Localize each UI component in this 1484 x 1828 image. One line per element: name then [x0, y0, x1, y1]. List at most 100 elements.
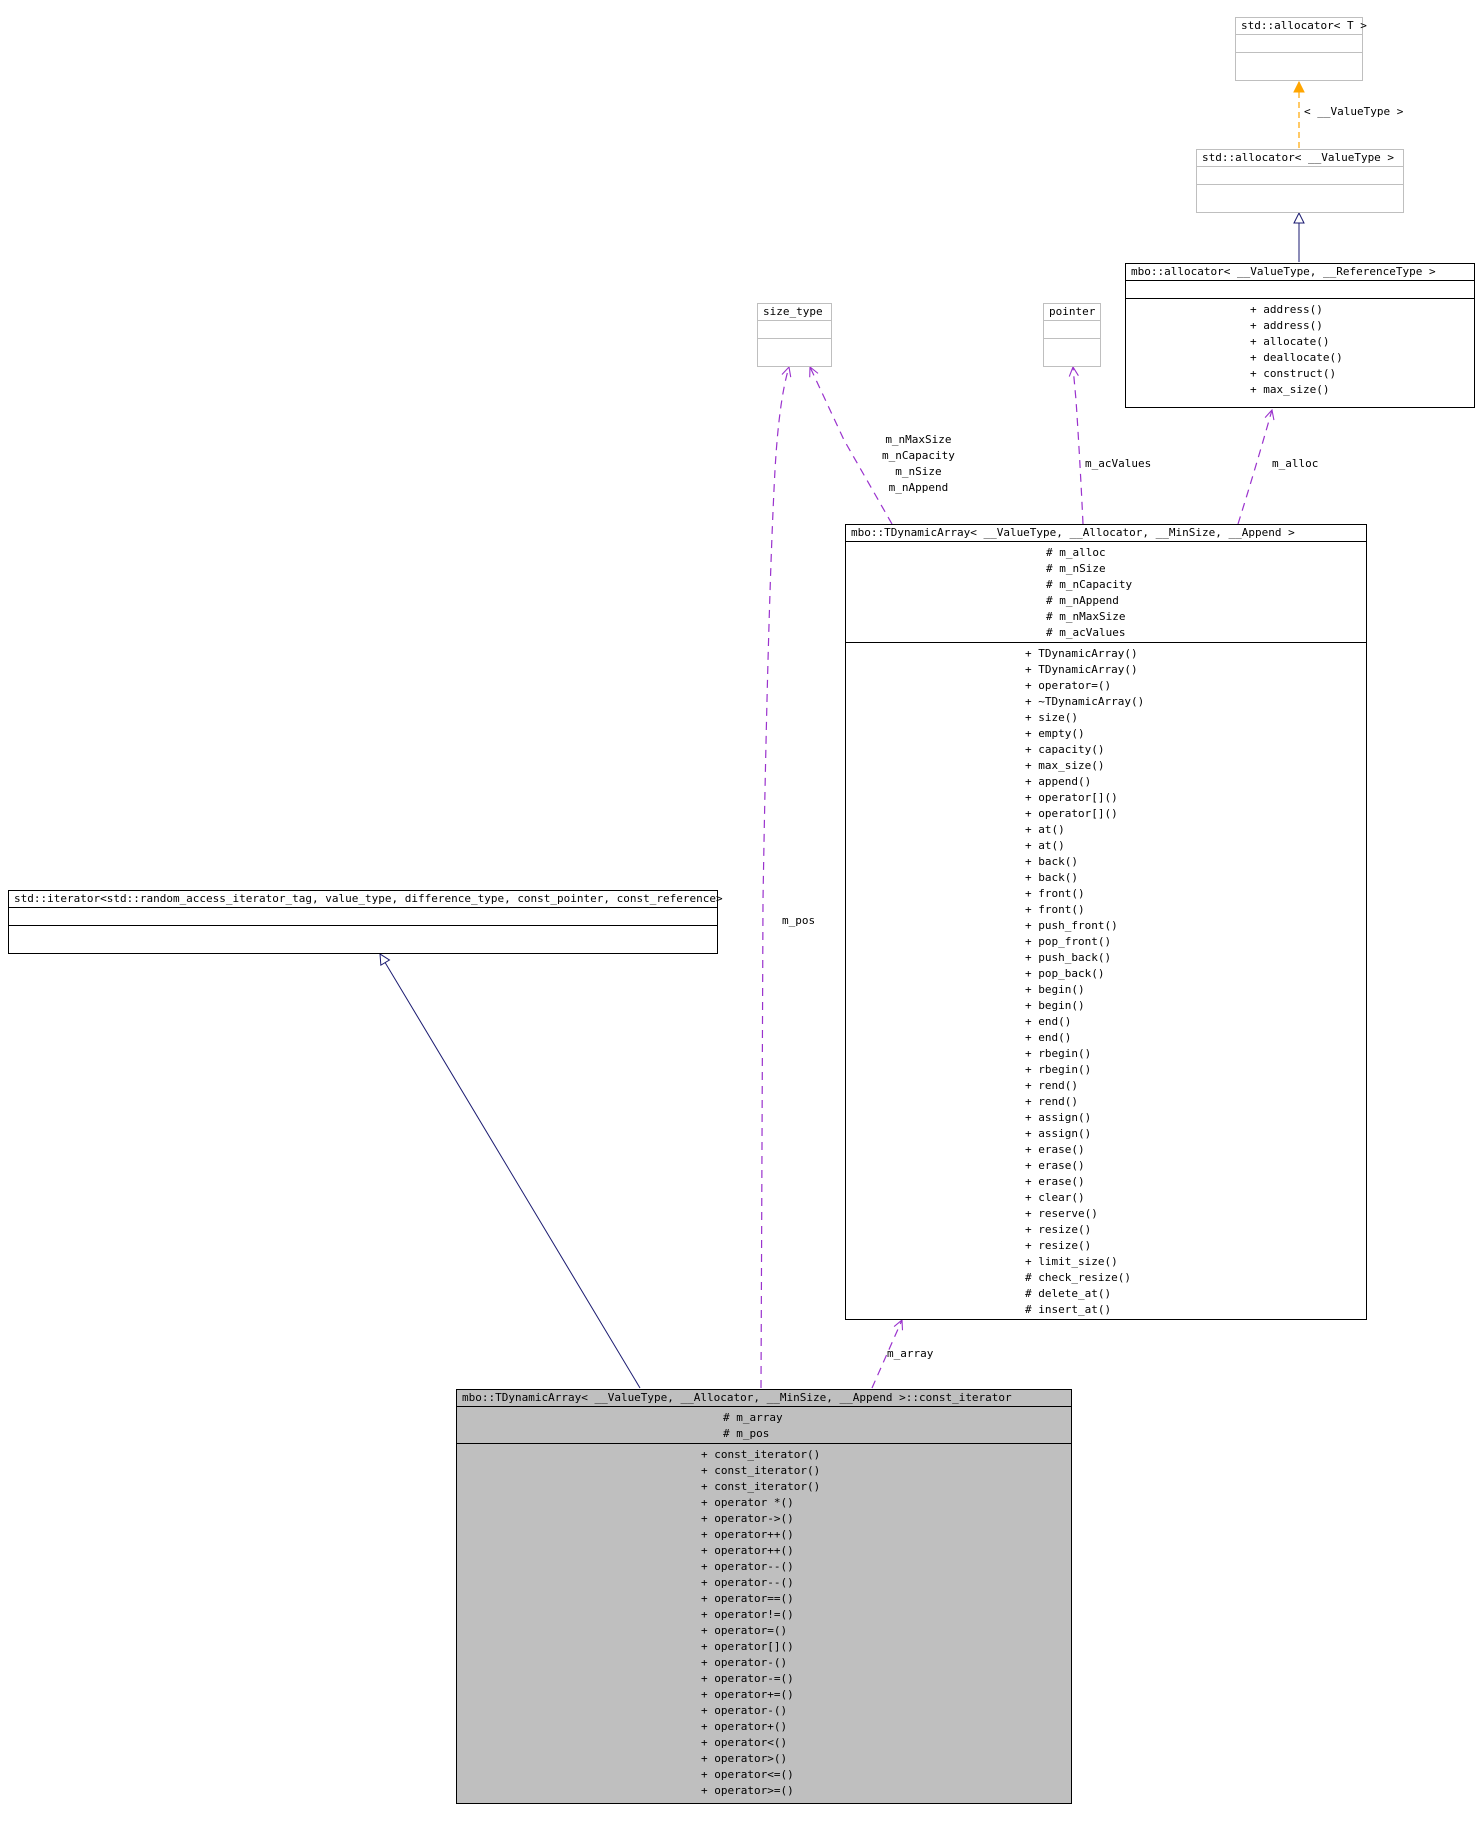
- method: + operator-(): [701, 1704, 788, 1717]
- method: + operator++(): [701, 1544, 794, 1557]
- method: + rbegin(): [1025, 1063, 1092, 1076]
- method: + push_back(): [1025, 951, 1112, 964]
- method: + construct(): [1250, 367, 1337, 380]
- attributes-section: [1044, 320, 1100, 338]
- methods-section: [758, 338, 831, 356]
- method: + begin(): [1025, 983, 1085, 996]
- class-const-iterator[interactable]: mbo::TDynamicArray< __ValueType, __Alloc…: [456, 1389, 1072, 1804]
- method: + operator *(): [701, 1496, 794, 1509]
- method: + assign(): [1025, 1111, 1092, 1124]
- method: # insert_at(): [1025, 1303, 1112, 1316]
- class-std-allocator-valuetype[interactable]: std::allocator< __ValueType >: [1196, 149, 1404, 213]
- method: + const_iterator(): [701, 1464, 821, 1477]
- method: + assign(): [1025, 1127, 1092, 1140]
- method: + at(): [1025, 839, 1065, 852]
- method: + back(): [1025, 871, 1078, 884]
- class-tdynamicarray[interactable]: mbo::TDynamicArray< __ValueType, __Alloc…: [845, 524, 1367, 1320]
- class-title: mbo::TDynamicArray< __ValueType, __Alloc…: [851, 526, 1295, 539]
- class-title: mbo::TDynamicArray< __ValueType, __Alloc…: [462, 1391, 1012, 1404]
- method: + operator<(): [701, 1736, 788, 1749]
- method: + pop_front(): [1025, 935, 1112, 948]
- attribute: # m_nCapacity: [1046, 578, 1133, 591]
- class-title: std::allocator< T >: [1241, 19, 1367, 32]
- attributes-section: [1236, 34, 1362, 52]
- edge-label-size-members: m_nMaxSize m_nCapacity m_nSize m_nAppend: [882, 433, 955, 494]
- edge-label-alloc: m_alloc: [1272, 457, 1319, 470]
- attributes-section: [758, 320, 831, 338]
- method: + operator[](): [1025, 807, 1118, 820]
- method: + TDynamicArray(): [1025, 647, 1138, 660]
- class-std-allocator-t[interactable]: std::allocator< T >: [1235, 17, 1367, 81]
- method: + operator+=(): [701, 1688, 794, 1701]
- method: + operator++(): [701, 1528, 794, 1541]
- attribute: # m_array: [723, 1411, 783, 1424]
- method: + operator=(): [701, 1624, 788, 1637]
- inheritance-edge-iterator: [380, 954, 641, 1389]
- attributes-section: [1126, 280, 1474, 298]
- methods-section: + address() + address() + allocate() + d…: [1126, 298, 1474, 399]
- class-title: pointer: [1049, 305, 1096, 318]
- method: + pop_back(): [1025, 967, 1105, 980]
- method: + empty(): [1025, 727, 1085, 740]
- method: + deallocate(): [1250, 351, 1343, 364]
- method: + operator!=(): [701, 1608, 794, 1621]
- method: + begin(): [1025, 999, 1085, 1012]
- method: + append(): [1025, 775, 1092, 788]
- method: + max_size(): [1250, 383, 1330, 396]
- attribute: # m_nAppend: [1046, 594, 1119, 607]
- methods-section: [1044, 338, 1100, 356]
- edge-label-ac-values: m_acValues: [1085, 457, 1152, 470]
- usage-edge-size-members: [810, 367, 893, 525]
- method: + operator>(): [701, 1752, 788, 1765]
- class-std-iterator[interactable]: std::iterator<std::random_access_iterato…: [8, 890, 723, 954]
- method: + operator>=(): [701, 1784, 794, 1797]
- method: + push_front(): [1025, 919, 1118, 932]
- usage-edge-alloc: [1237, 410, 1272, 525]
- method: + ~TDynamicArray(): [1025, 695, 1145, 708]
- usage-edge-ac-values: [1073, 367, 1084, 525]
- method: + operator--(): [701, 1576, 794, 1589]
- method: + operator=(): [1025, 679, 1112, 692]
- method: + resize(): [1025, 1223, 1092, 1236]
- method: + operator+(): [701, 1720, 788, 1733]
- class-pointer[interactable]: pointer: [1043, 303, 1101, 367]
- methods-section: [1236, 52, 1362, 70]
- methods-section: + TDynamicArray() + TDynamicArray() + op…: [846, 642, 1366, 1319]
- method: + operator[](): [1025, 791, 1118, 804]
- method: + allocate(): [1250, 335, 1330, 348]
- method: + const_iterator(): [701, 1480, 821, 1493]
- class-size-type[interactable]: size_type: [757, 303, 832, 367]
- usage-edge-pos: [760, 367, 789, 1389]
- attributes-section: [1197, 166, 1403, 184]
- attribute: # m_acValues: [1046, 626, 1126, 639]
- method: + limit_size(): [1025, 1255, 1118, 1268]
- class-title: size_type: [763, 305, 823, 318]
- method: + end(): [1025, 1015, 1072, 1028]
- attributes-section: # m_array # m_pos: [457, 1406, 1071, 1443]
- method: + front(): [1025, 887, 1085, 900]
- attribute: # m_pos: [723, 1427, 770, 1440]
- methods-section: [9, 925, 717, 943]
- class-title: std::iterator<std::random_access_iterato…: [14, 892, 723, 905]
- method: + operator[](): [701, 1640, 794, 1653]
- method: + size(): [1025, 711, 1078, 724]
- class-mbo-allocator[interactable]: mbo::allocator< __ValueType, __Reference…: [1125, 263, 1475, 408]
- method: + at(): [1025, 823, 1065, 836]
- usage-edge-array: [871, 1320, 902, 1389]
- attributes-section: # m_alloc # m_nSize # m_nCapacity # m_nA…: [846, 541, 1366, 642]
- method: + operator--(): [701, 1560, 794, 1573]
- method: + operator->(): [701, 1512, 794, 1525]
- attribute: # m_nMaxSize: [1046, 610, 1126, 623]
- method: + erase(): [1025, 1175, 1085, 1188]
- methods-section: [1197, 184, 1403, 202]
- method: + reserve(): [1025, 1207, 1098, 1220]
- method: + capacity(): [1025, 743, 1105, 756]
- method: + resize(): [1025, 1239, 1092, 1252]
- method: # delete_at(): [1025, 1287, 1112, 1300]
- method: + rbegin(): [1025, 1047, 1092, 1060]
- methods-section: + const_iterator() + const_iterator() + …: [457, 1443, 1071, 1800]
- method: + front(): [1025, 903, 1085, 916]
- method: + operator-=(): [701, 1672, 794, 1685]
